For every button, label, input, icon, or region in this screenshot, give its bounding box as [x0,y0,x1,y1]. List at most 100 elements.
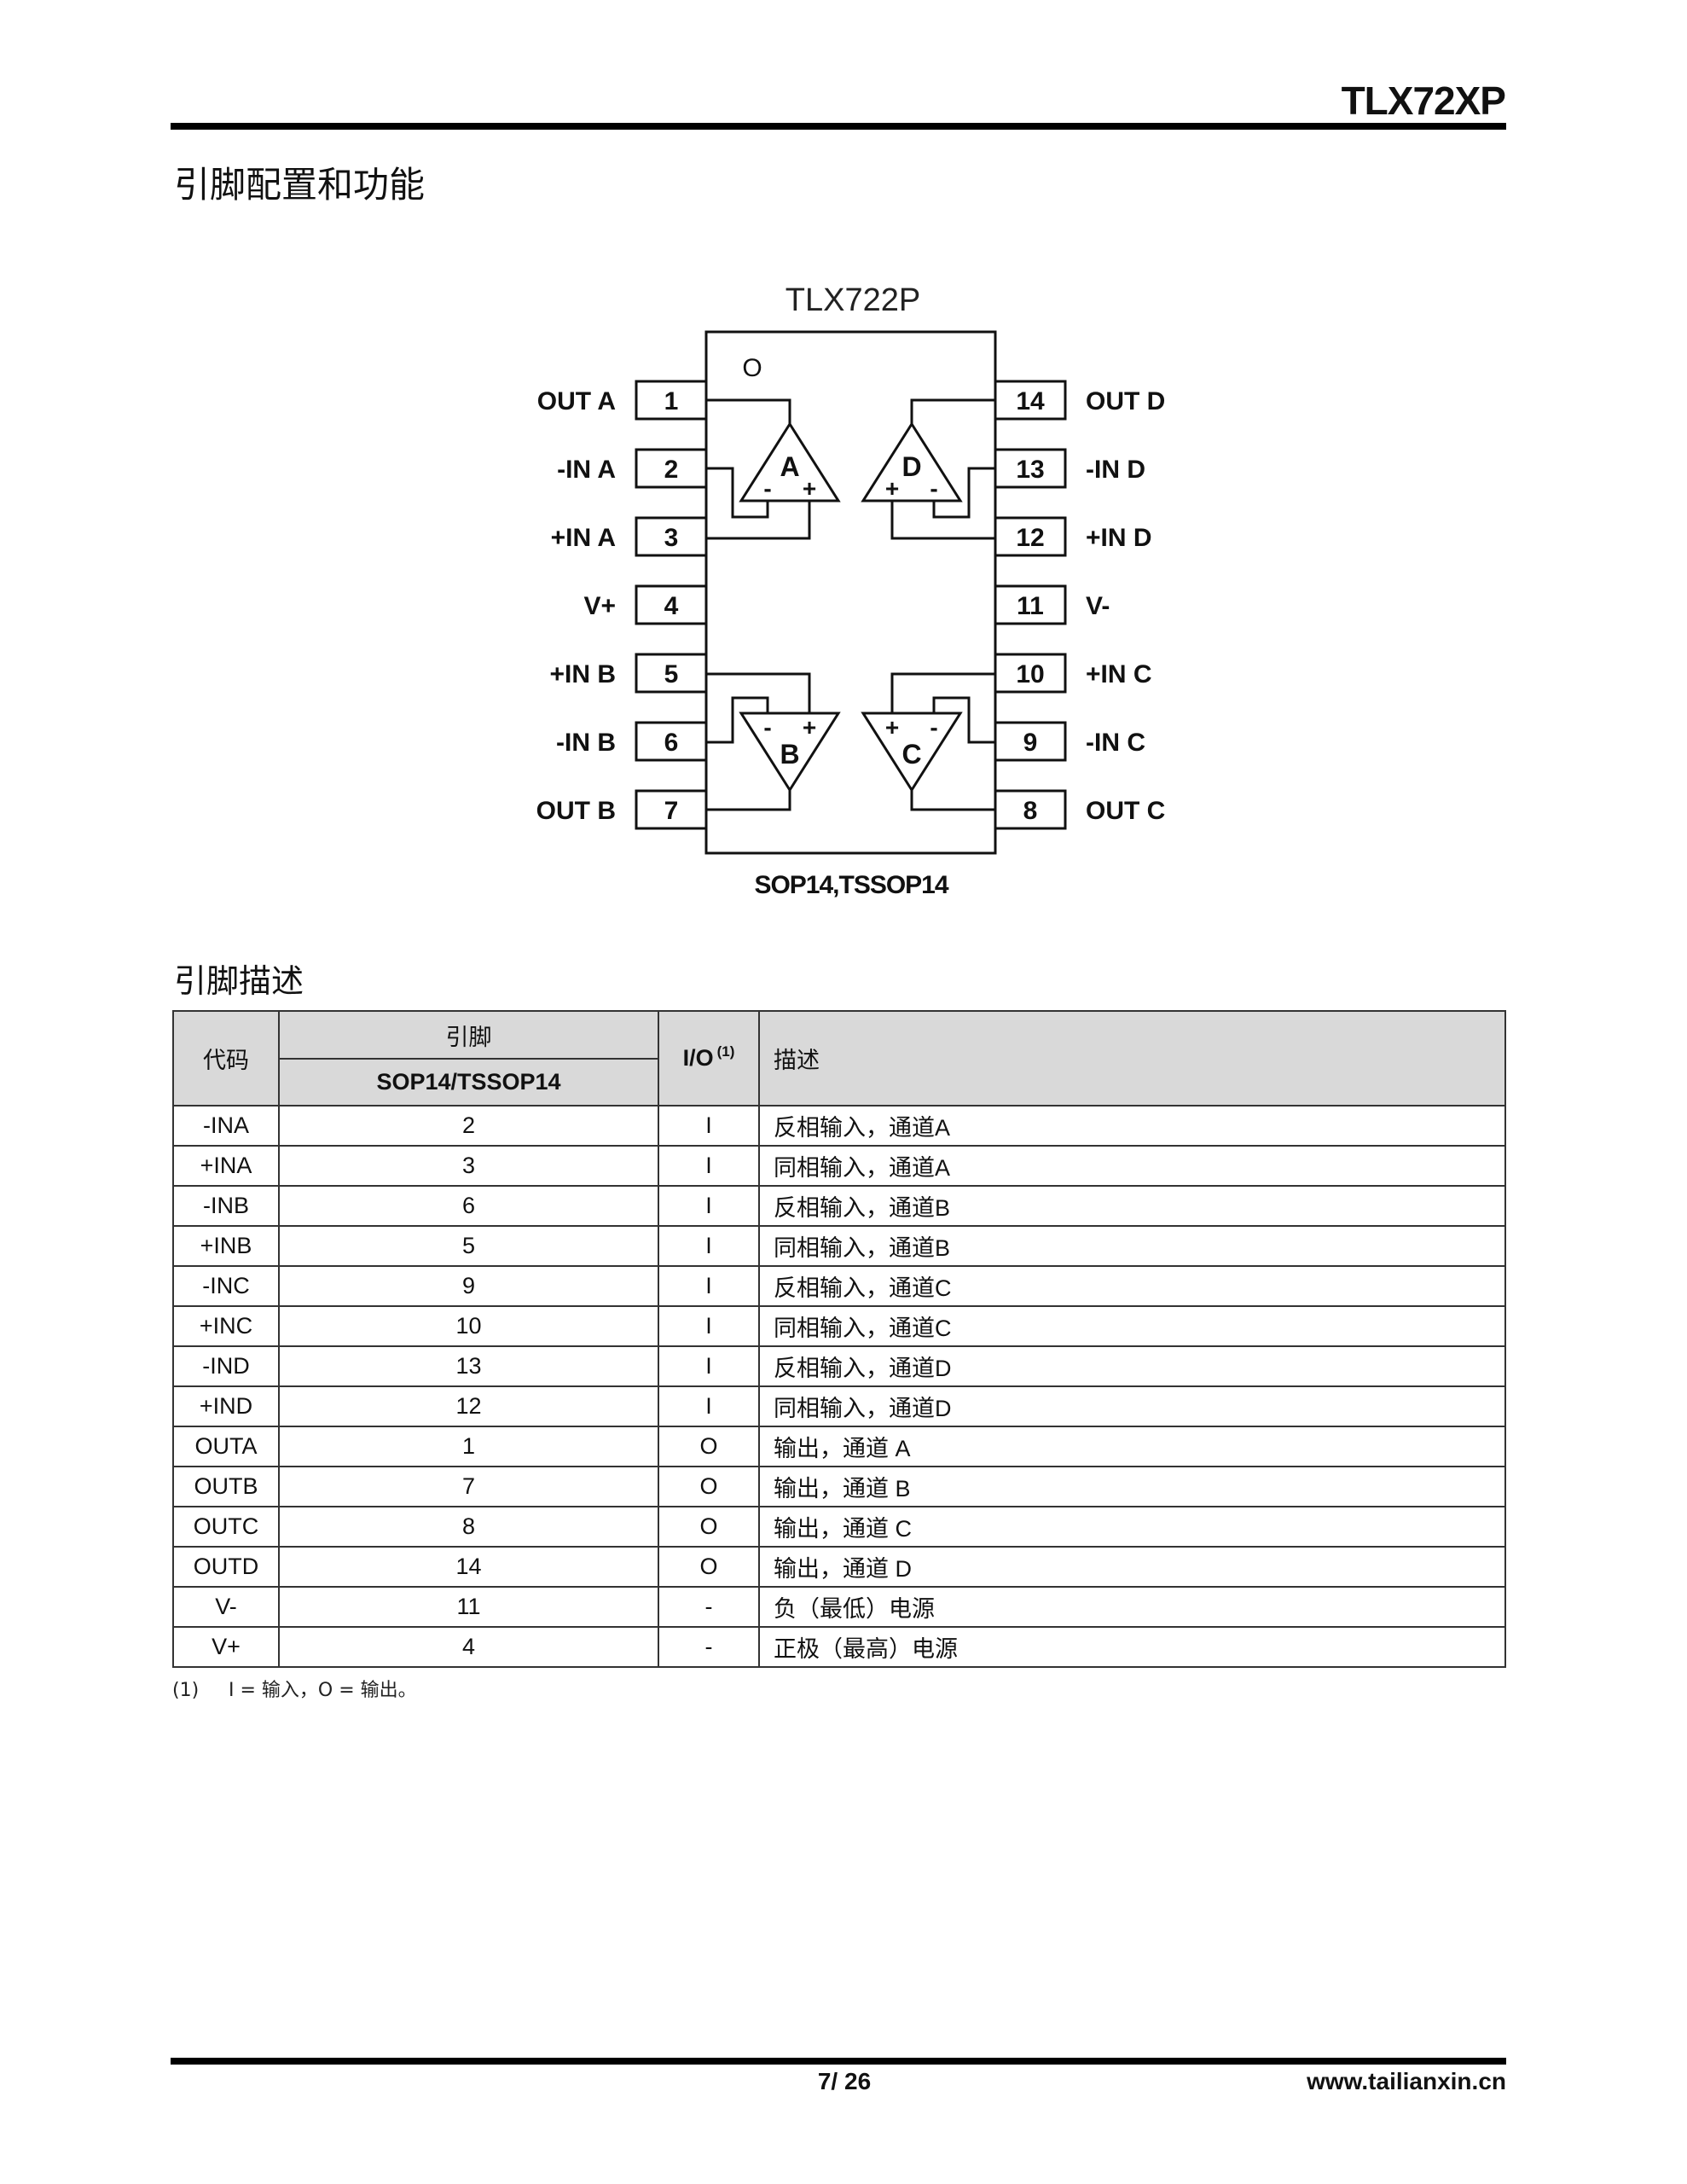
page-number: 7/ 26 [817,2068,872,2094]
pin-number: 13 [1016,456,1044,484]
cell-description: 同相输入，通道C [758,1305,1506,1347]
output-wire [910,790,995,811]
pin-label: -IN C [1086,729,1145,757]
cell-io: I [658,1145,760,1187]
cell-code: +INA [172,1145,280,1187]
cell-code: +INC [172,1305,280,1347]
cell-pin: 1 [278,1426,659,1467]
cell-io: - [658,1586,760,1628]
pin-box [994,653,1067,694]
op-amp-label: C [901,739,921,770]
inverting-input-wire [706,696,769,744]
cell-pin: 11 [278,1586,659,1628]
header-rule [171,123,1506,130]
inverting-input-wire [932,696,995,744]
op-amp-a: A- + [706,398,841,540]
cell-description: 反相输入，通道A [758,1105,1506,1147]
pin-10: 10+IN C [994,653,1152,694]
cell-io: I [658,1265,760,1307]
header-description: 描述 [758,1010,1506,1107]
pin-label: +IN B [549,660,616,688]
cell-description: 输出，通道 D [758,1546,1506,1588]
header-package: SOP14/TSSOP14 [278,1058,659,1107]
pin-label: OUT C [1086,797,1165,825]
pin-number: 2 [664,456,679,484]
pin-number: 5 [664,660,679,688]
pin-box [994,721,1067,762]
cell-description: 输出，通道 C [758,1506,1506,1548]
cell-description: 同相输入，通道A [758,1145,1506,1187]
cell-io: - [658,1626,760,1668]
pin-label: +IN A [551,524,616,552]
pin-number: 8 [1023,797,1038,825]
inverting-input-wire [706,467,769,519]
pin-label: -IN D [1086,456,1145,484]
pin-box [994,448,1067,489]
cell-pin: 9 [278,1265,659,1307]
pin-box [635,516,708,557]
pin-number: 9 [1023,729,1038,757]
cell-pin: 3 [278,1145,659,1187]
noninverting-input-wire [706,672,811,713]
cell-io: O [658,1506,760,1548]
pin-box [994,789,1067,830]
part-name: TLX722P [786,282,920,318]
cell-io: I [658,1385,760,1427]
pin-box [635,584,708,625]
output-wire [706,790,791,811]
footer-rule [171,2058,1506,2065]
op-amp-label: A [780,451,799,482]
pin-number: 7 [664,797,679,825]
cell-code: OUTD [172,1546,280,1588]
op-amp-label: D [901,451,921,482]
cell-description: 正极（最高）电源 [758,1626,1506,1668]
cell-code: +INB [172,1225,280,1267]
pin-5: 5 +IN B [549,653,708,694]
pin-number: 10 [1016,660,1044,688]
plus-sign-icon: + [803,475,816,502]
chip-body [704,330,997,855]
minus-sign-icon: - [763,475,771,502]
cell-io: I [658,1345,760,1387]
plus-sign-icon: + [885,475,899,502]
op-amp-triangle [739,712,841,793]
pin-number: 4 [664,592,679,620]
cell-code: V- [172,1586,280,1628]
header-io: I/O(1) [658,1010,760,1107]
cell-description: 反相输入，通道B [758,1185,1506,1227]
cell-description: 反相输入，通道D [758,1345,1506,1387]
pin-label: -IN A [557,456,616,484]
cell-pin: 8 [278,1506,659,1548]
cell-pin: 6 [278,1185,659,1227]
cell-io: I [658,1305,760,1347]
cell-pin: 14 [278,1546,659,1588]
pin-number: 11 [1017,592,1044,620]
op-amp-triangle [861,712,963,793]
pin-box [635,448,708,489]
cell-description: 输出，通道 B [758,1466,1506,1507]
pin-number: 6 [664,729,679,757]
pin-3: 3+IN A [551,516,708,557]
cell-io: I [658,1105,760,1147]
cell-pin: 7 [278,1466,659,1507]
cell-io: I [658,1225,760,1267]
cell-description: 输出，通道 A [758,1426,1506,1467]
table-footnote: (1)I = 输入，O = 输出。 [172,1679,417,1703]
cell-description: 同相输入，通道B [758,1225,1506,1267]
cell-code: -IND [172,1345,280,1387]
pin-box [635,789,708,830]
website-link[interactable]: www.tailianxin.cn [1307,2068,1506,2094]
cell-code: OUTB [172,1466,280,1507]
pin-number: 1 [664,387,679,415]
pin-box [994,584,1067,625]
footnote-number: (1) [172,1680,200,1701]
